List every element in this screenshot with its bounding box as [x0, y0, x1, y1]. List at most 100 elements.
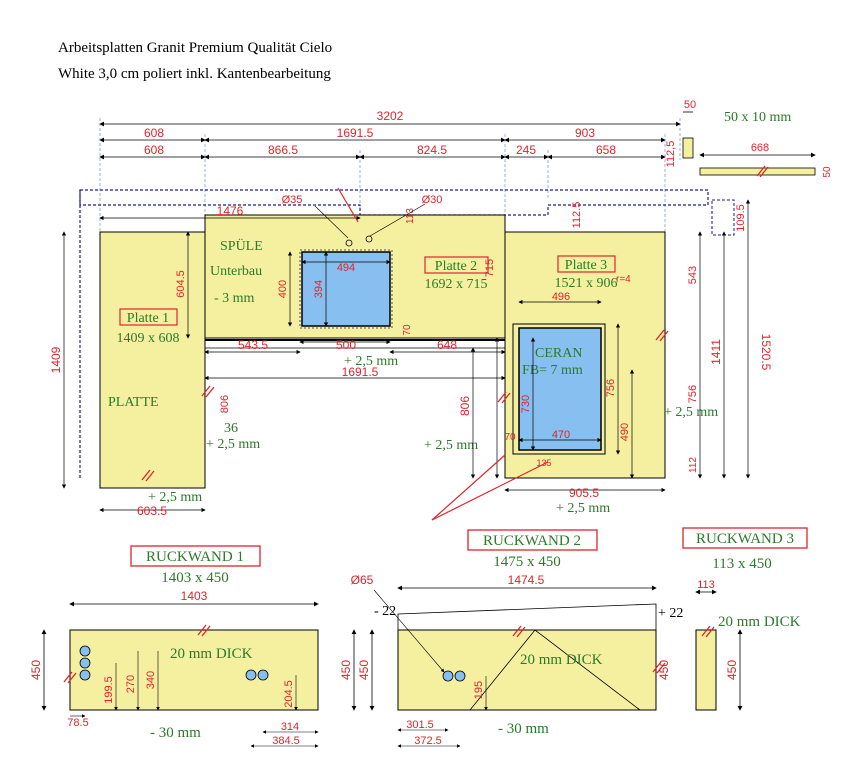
label-minus3: - 3 mm: [214, 291, 255, 306]
wall-outline-top: [79, 189, 709, 216]
dim-diameter-30: Ø30: [422, 194, 443, 206]
rw1-thickness: 20 mm DICK: [170, 646, 253, 662]
rw1-width: 1403: [181, 589, 208, 603]
dim-543-right: 543: [687, 266, 699, 284]
dim-715: 715: [484, 259, 496, 277]
tap-hole-left-icon: [345, 239, 353, 247]
interior-dimension-lines: [61, 199, 751, 513]
platte-1-title: Platte 1: [127, 311, 169, 326]
dim-1411: 1411: [709, 339, 723, 365]
socket-1-icon: [79, 645, 91, 657]
dim-245: 245: [516, 143, 536, 157]
rw2-size: 1475 x 450: [493, 554, 561, 570]
dim-490: 490: [619, 423, 631, 441]
dim-824: 824.5: [417, 143, 447, 157]
label-spule: SPÜLE: [220, 237, 263, 254]
label-platte: PLATTE: [108, 395, 159, 410]
rw2-dim-301: 301.5: [406, 719, 434, 731]
sink-cutout: [301, 251, 391, 327]
rw2-socket-2-icon: [454, 670, 466, 682]
dim-604: 604.5: [175, 270, 187, 298]
rw3-height: 450: [725, 660, 739, 680]
rw1-dim-340: 340: [145, 671, 157, 689]
dim-603: 603.5: [137, 504, 167, 518]
dim-806-left: 806: [219, 395, 231, 413]
dim-diameter-35: Ø35: [282, 194, 303, 206]
strip-label: 50 x 10 mm: [724, 110, 791, 125]
backwall-3: RUCKWAND 3 113 x 450 113 450 20 mm DICK: [682, 527, 808, 711]
dim-strip-w: 50: [684, 99, 696, 111]
rw1-dim-199: 199.5: [103, 676, 115, 704]
rw1-height: 450: [29, 660, 43, 680]
platte-3-size: 1521 x 906: [555, 276, 618, 291]
dim-756-right: 756: [687, 385, 699, 403]
pointer-tap-right: [369, 203, 426, 237]
dim-500: 500: [336, 338, 356, 352]
rw2-title-box: [467, 529, 598, 551]
dim-1520: 1520.5: [759, 334, 773, 371]
platte-1-size: 1409 x 608: [117, 331, 180, 346]
platte-2-title-box: [424, 256, 489, 274]
socket-5-icon: [257, 669, 269, 681]
overhang-label-4: + 2,5 mm: [664, 405, 718, 420]
socket-4-icon: [245, 669, 257, 681]
rw1-dim-204: 204.5: [283, 680, 295, 708]
platte-3-title: Platte 3: [565, 258, 607, 273]
label-radius: r=4: [616, 274, 631, 285]
dim-1691-mid: 1691.5: [342, 365, 379, 379]
strip-detail: 50 50 x 10 mm 668 50: [682, 99, 833, 178]
dim-905: 905.5: [569, 486, 599, 500]
rw3-size: 113 x 450: [712, 556, 771, 572]
rw2-plus22: + 22: [658, 606, 683, 621]
rw1-dim-314: 314: [281, 721, 299, 733]
dim-494: 494: [337, 262, 355, 274]
header-line-2: White 3,0 cm poliert inkl. Kantenbearbei…: [58, 66, 331, 82]
dim-866: 866.5: [268, 143, 298, 157]
rw1-title: RUCKWAND 1: [146, 549, 244, 565]
rw1-panel: [69, 629, 319, 711]
dim-648: 648: [437, 338, 457, 352]
dim-109: 109.5: [735, 204, 747, 232]
dim-70-cooktop: 70: [504, 432, 516, 443]
rw2-dim-diameter-65: Ø65: [351, 573, 374, 587]
rw2-minus22: - 22: [374, 604, 396, 619]
rw1-dim-78: 78.5: [67, 717, 88, 729]
overhang-label-1: + 2,5 mm: [344, 354, 398, 369]
dim-total-width: 3202: [377, 109, 404, 123]
rw1-minus30: - 30 mm: [150, 725, 201, 741]
dim-903: 903: [575, 126, 595, 140]
label-unterbau: Unterbau: [210, 264, 262, 279]
dim-113: 113: [405, 208, 416, 224]
wall-outline-right: [711, 199, 735, 236]
overhang-label-6: + 2,5 mm: [556, 501, 610, 516]
rw1-title-box: [130, 545, 261, 567]
rw2-width: 1474.5: [508, 573, 545, 587]
dim-730: 730: [520, 395, 532, 413]
dim-470: 470: [552, 429, 570, 441]
overhang-label-2: + 2,5 mm: [206, 437, 260, 452]
pointer-tap-left: [314, 205, 349, 239]
rw2-height-right: 450: [657, 660, 671, 680]
platte-3-title-box: [557, 255, 616, 273]
rw3-width: 113: [697, 579, 715, 591]
socket-3-icon: [79, 669, 91, 681]
dim-608-a: 608: [144, 126, 164, 140]
rw3-panel: [695, 629, 717, 711]
label-fb: FB= 7 mm: [522, 363, 583, 378]
slab-platte-1: [99, 231, 206, 489]
top-dimensions: [99, 121, 681, 160]
rw2-title: RUCKWAND 2: [483, 533, 581, 549]
dim-756-inner: 756: [605, 379, 617, 397]
rw2-thickness: 20 mm DICK: [520, 652, 603, 668]
dim-1409: 1409: [49, 346, 63, 373]
dim-496: 496: [552, 291, 570, 303]
dim-543: 543.5: [238, 338, 268, 352]
backwall-1: RUCKWAND 1 1403 x 450 1403 450 450 20 mm…: [29, 545, 357, 748]
rw2-minus30: - 30 mm: [498, 721, 549, 737]
platte-1-title-box: [119, 308, 178, 326]
platte-2-size: 1692 x 715: [425, 277, 488, 292]
rw1-dim-384: 384.5: [272, 735, 300, 747]
dim-658: 658: [596, 143, 616, 157]
rw3-title: RUCKWAND 3: [696, 531, 794, 547]
rw2-dim-372: 372.5: [414, 735, 442, 747]
